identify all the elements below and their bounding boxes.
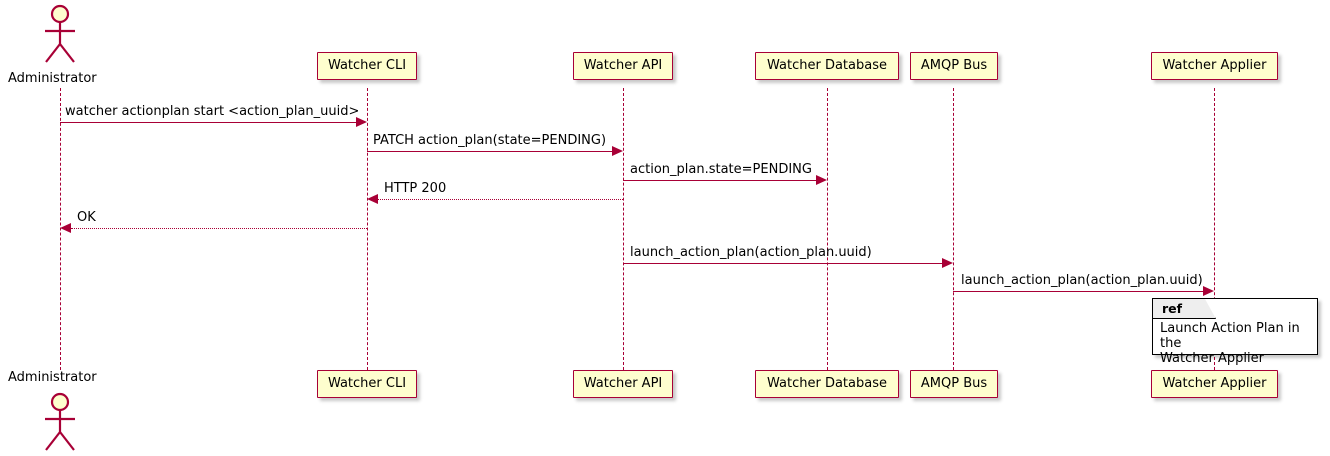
participant-watcher-database-top[interactable]: Watcher Database [755, 52, 899, 80]
lifeline-watcher-cli [367, 88, 368, 370]
message-line [71, 228, 367, 229]
message-label: PATCH action_plan(state=PENDING) [373, 133, 607, 148]
message-line [623, 180, 816, 181]
participant-amqp-bus-top[interactable]: AMQP Bus [910, 52, 998, 80]
ref-tab-label: ref [1162, 301, 1183, 316]
participant-label: AMQP Bus [920, 58, 988, 73]
message-line [60, 122, 356, 123]
actor-label-administrator-top: Administrator [8, 71, 97, 86]
participant-watcher-api-bottom[interactable]: Watcher API [573, 370, 673, 398]
ref-fragment[interactable]: ref Launch Action Plan in the Watcher Ap… [1152, 298, 1318, 366]
lifeline-watcher-database [827, 88, 828, 370]
actor-administrator-bottom [36, 392, 84, 454]
participant-watcher-cli-top[interactable]: Watcher CLI [317, 52, 417, 80]
arrowhead-right-icon [356, 117, 367, 127]
participant-watcher-applier-bottom[interactable]: Watcher Applier [1151, 370, 1278, 398]
ref-body-text: Launch Action Plan in the Watcher Applie… [1160, 321, 1300, 366]
actor-label-administrator-bottom: Administrator [8, 370, 97, 385]
participant-label: AMQP Bus [920, 376, 988, 391]
actor-administrator-top [36, 4, 84, 66]
participant-watcher-database-bottom[interactable]: Watcher Database [755, 370, 899, 398]
participant-label: Watcher Database [767, 58, 887, 73]
message-line [953, 291, 1203, 292]
message-label: action_plan.state=PENDING [630, 162, 812, 177]
participant-label: Watcher CLI [327, 376, 407, 391]
participant-label: Watcher Database [767, 376, 887, 391]
participant-label: Watcher Applier [1162, 376, 1267, 391]
arrowhead-left-icon [60, 223, 71, 233]
participant-label: Watcher Applier [1162, 58, 1267, 73]
lifeline-watcher-applier [1214, 88, 1215, 370]
participant-watcher-applier-top[interactable]: Watcher Applier [1151, 52, 1278, 80]
message-line [623, 263, 942, 264]
lifeline-watcher-api [623, 88, 624, 370]
message-label: launch_action_plan(action_plan.uuid) [961, 273, 1203, 288]
arrowhead-left-icon [367, 194, 378, 204]
participant-amqp-bus-bottom[interactable]: AMQP Bus [910, 370, 998, 398]
arrowhead-right-icon [1203, 286, 1214, 296]
message-label: OK [77, 210, 96, 225]
message-line [367, 151, 612, 152]
message-label: watcher actionplan start <action_plan_uu… [65, 104, 360, 119]
actor-icon [45, 4, 75, 63]
participant-watcher-cli-bottom[interactable]: Watcher CLI [317, 370, 417, 398]
participant-watcher-api-top[interactable]: Watcher API [573, 52, 673, 80]
message-label: HTTP 200 [384, 181, 447, 196]
actor-icon [45, 392, 75, 451]
participant-label: Watcher CLI [327, 58, 407, 73]
message-label: launch_action_plan(action_plan.uuid) [630, 245, 872, 260]
arrowhead-right-icon [816, 175, 827, 185]
arrowhead-right-icon [612, 146, 623, 156]
participant-label: Watcher API [583, 376, 663, 391]
message-line [378, 199, 623, 200]
participant-label: Watcher API [583, 58, 663, 73]
lifeline-amqp-bus [953, 88, 954, 370]
arrowhead-right-icon [942, 258, 953, 268]
